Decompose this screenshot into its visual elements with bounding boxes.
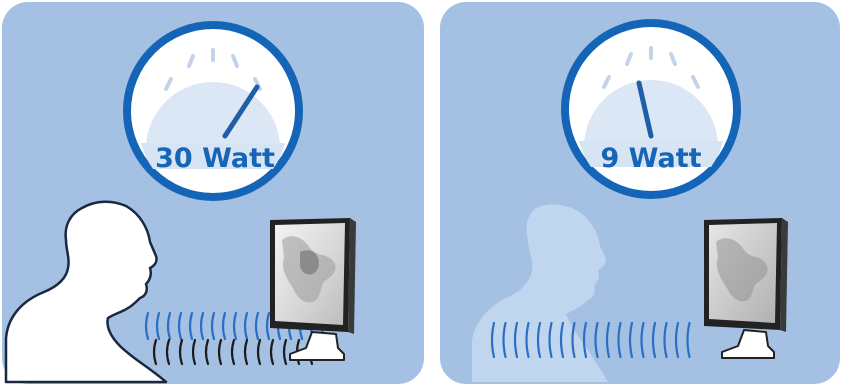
gauge-watt-label: 9 Watt [600,143,701,174]
panel-user-absent: 9 Watt [440,2,840,384]
power-gauge-icon: 30 Watt [127,25,299,197]
panel-user-present: 30 Watt [2,2,424,384]
power-gauge-icon: 9 Watt [565,23,737,195]
gauge-watt-label: 30 Watt [155,143,275,174]
